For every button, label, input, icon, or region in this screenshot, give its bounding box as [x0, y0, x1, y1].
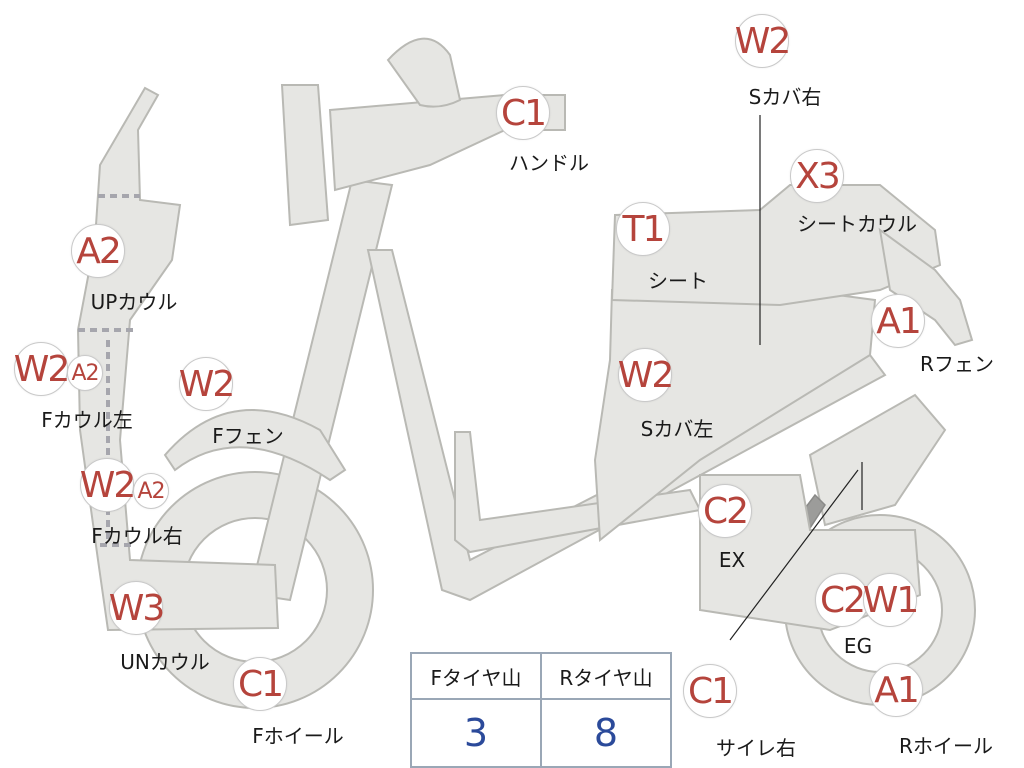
- badge-handle[interactable]: C1: [496, 86, 550, 140]
- badge-eg-w1[interactable]: W1: [863, 573, 919, 627]
- frame-tube: [366, 249, 887, 602]
- badge-f-wheel[interactable]: C1: [233, 657, 287, 711]
- rear-tire-value: 8: [540, 698, 672, 768]
- label-eg: EG: [843, 634, 873, 658]
- seat: [610, 184, 942, 307]
- label-handle: ハンドル: [509, 151, 589, 175]
- badge-up-cowl[interactable]: A2: [71, 224, 125, 278]
- label-up-cowl: UPカウル: [90, 290, 178, 314]
- label-side-cover-right: Sカバ右: [748, 85, 822, 109]
- label-un-cowl: UNカウル: [120, 650, 210, 674]
- badge-f-cowl-right[interactable]: W2: [80, 458, 136, 512]
- label-f-cowl-right: Fカウル右: [91, 524, 183, 548]
- rear-tire-header: Rタイヤ山: [540, 652, 672, 700]
- label-f-fender: Fフェン: [212, 424, 284, 448]
- front-tire-value: 3: [410, 698, 542, 768]
- label-ex: EX: [718, 548, 746, 572]
- front-fender: [163, 409, 347, 482]
- label-r-wheel: Rホイール: [899, 734, 993, 758]
- badge-un-cowl[interactable]: W3: [109, 581, 165, 635]
- tire-tread-table: Fタイヤ山 Rタイヤ山 3 8: [410, 652, 672, 768]
- badge-r-wheel[interactable]: A1: [869, 663, 923, 717]
- front-cowl: [76, 86, 280, 632]
- label-seat-cowl: シートカウル: [797, 212, 917, 236]
- label-side-cover-left: Sカバ左: [640, 417, 714, 441]
- badge-silencer-right[interactable]: C1: [683, 664, 737, 718]
- label-silencer-right: サイレ右: [716, 736, 796, 760]
- label-seat: シート: [648, 269, 708, 293]
- badge-seat[interactable]: T1: [616, 202, 670, 256]
- badge-f-cowl-left[interactable]: W2: [14, 342, 70, 396]
- badge-f-cowl-left-sub[interactable]: A2: [67, 355, 103, 391]
- mirror: [386, 37, 462, 108]
- label-f-wheel: Fホイール: [252, 724, 344, 748]
- badge-f-cowl-right-sub[interactable]: A2: [133, 473, 169, 509]
- badge-seat-cowl[interactable]: X3: [790, 149, 844, 203]
- headlight: [280, 84, 330, 227]
- badge-f-fender[interactable]: W2: [179, 357, 235, 411]
- badge-side-cover-left[interactable]: W2: [618, 348, 674, 402]
- badge-eg-c2[interactable]: C2: [815, 573, 869, 627]
- badge-side-cover-right[interactable]: W2: [735, 14, 791, 68]
- muffler: [808, 393, 947, 527]
- tire-table-header-row: Fタイヤ山 Rタイヤ山: [410, 652, 672, 700]
- front-tire-header: Fタイヤ山: [410, 652, 542, 700]
- footboard: [454, 431, 702, 554]
- label-f-cowl-left: Fカウル左: [41, 408, 133, 432]
- leader-silencer-right: [729, 469, 859, 641]
- badge-r-fender[interactable]: A1: [871, 294, 925, 348]
- label-r-fender: Rフェン: [920, 352, 994, 376]
- badge-ex[interactable]: C2: [698, 484, 752, 538]
- tire-table-value-row: 3 8: [410, 698, 672, 768]
